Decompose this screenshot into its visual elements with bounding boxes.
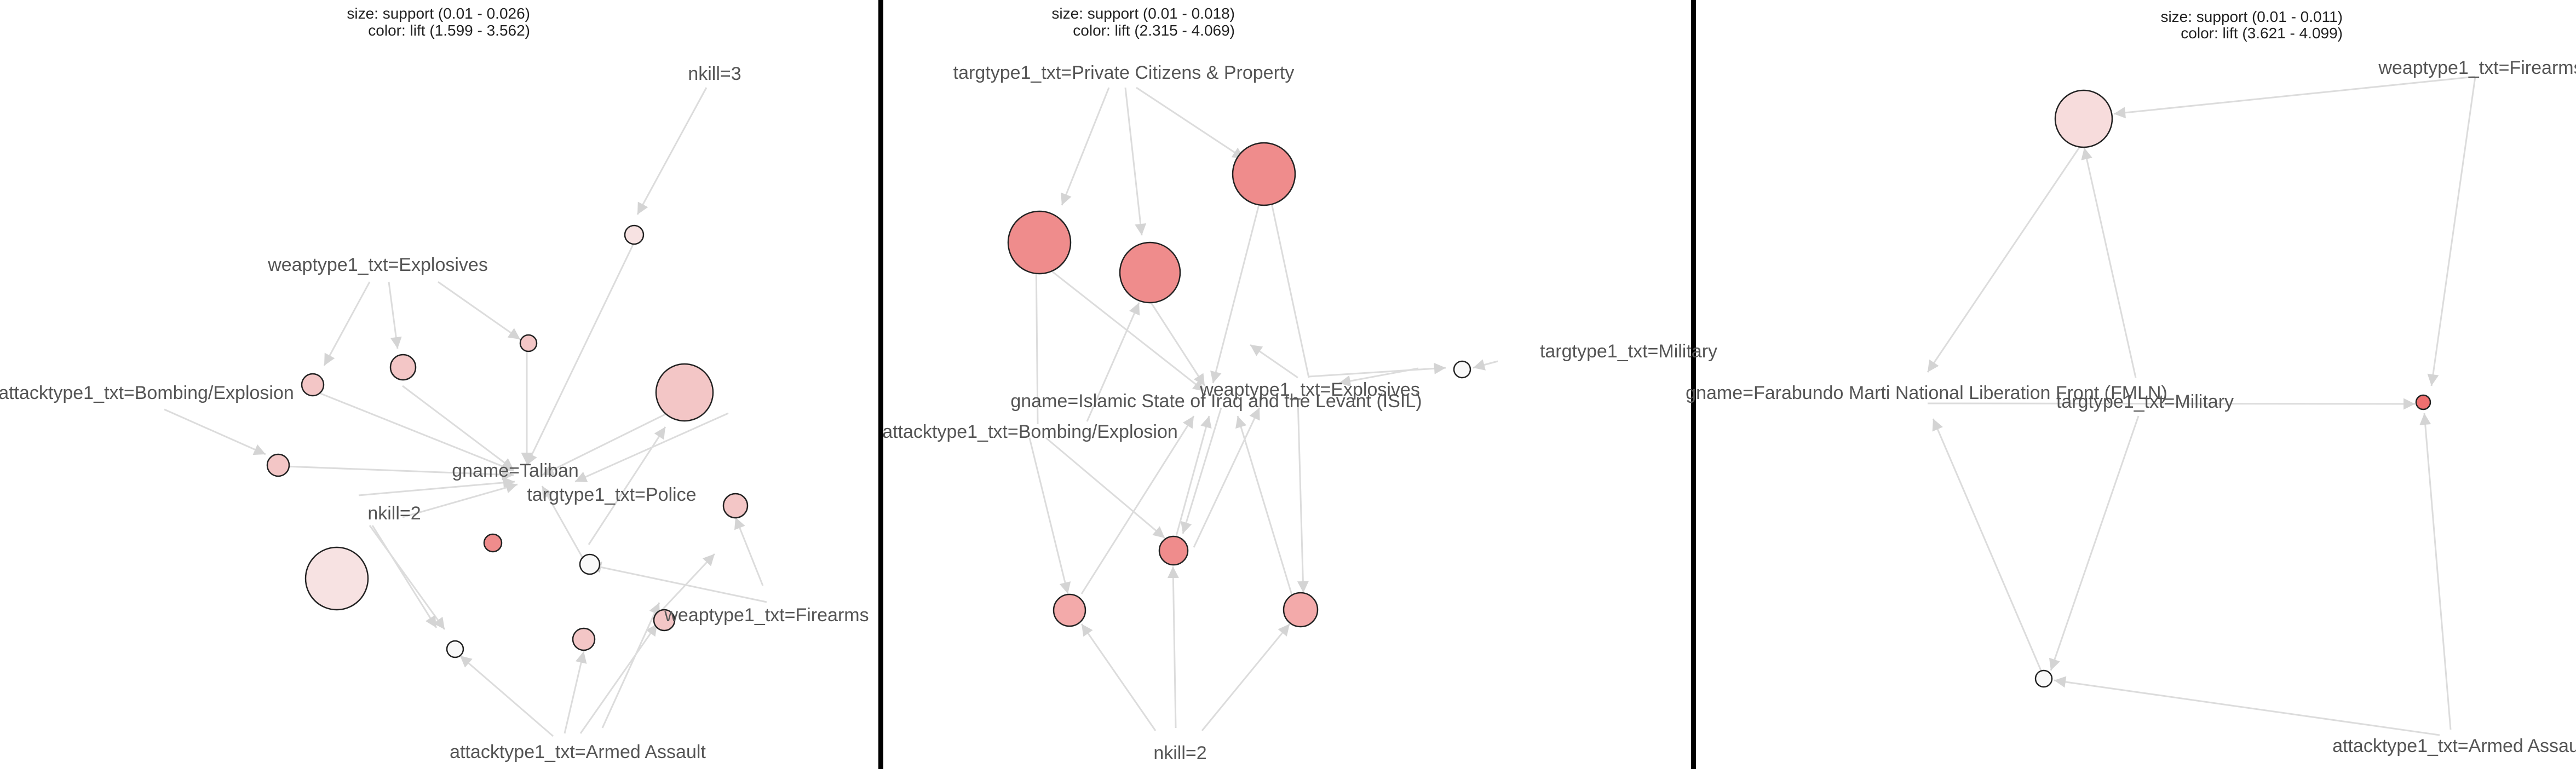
item-label-nkill-2: nkill=2	[367, 503, 421, 524]
item-label-police: targtype1_txt=Police	[527, 484, 696, 505]
legend-color: color: lift (2.315 - 4.069)	[1073, 22, 1235, 39]
rule-node[interactable]	[389, 354, 417, 381]
legend-color: color: lift (1.599 - 3.562)	[368, 22, 530, 39]
rule-node[interactable]	[1007, 210, 1072, 275]
graph-panel-fmln: size: support (0.01 - 0.011) color: lift…	[1686, 8, 2576, 756]
rule-node[interactable]	[2415, 394, 2431, 410]
legend-size: size: support (0.01 - 0.026)	[347, 5, 530, 22]
graph-panel-isil: size: support (0.01 - 0.018) color: lift…	[882, 5, 1717, 764]
rule-nodes	[266, 224, 749, 658]
item-label-explosives: weaptype1_txt=Explosives	[267, 255, 488, 275]
rule-node[interactable]	[266, 453, 290, 477]
item-label-military: targtype1_txt=Military	[1540, 341, 1717, 362]
edges	[164, 87, 767, 737]
legend-size: size: support (0.01 - 0.011)	[2160, 8, 2343, 25]
item-label-taliban: gname=Taliban	[452, 460, 579, 481]
rule-node[interactable]	[2034, 669, 2053, 688]
item-label-fmln: gname=Farabundo Marti National Liberatio…	[1686, 383, 2167, 403]
rule-node[interactable]	[301, 373, 325, 397]
item-label-nkill-3: nkill=3	[688, 63, 741, 84]
rule-node[interactable]	[1453, 360, 1471, 379]
item-label-firearms: weaptype1_txt=Firearms	[2378, 57, 2576, 78]
rule-node[interactable]	[579, 553, 601, 575]
rule-node[interactable]	[1119, 241, 1181, 304]
item-label-bombing-explosion: attacktype1_txt=Bombing/Explosion	[882, 421, 1178, 442]
rule-node[interactable]	[519, 334, 538, 352]
rule-nodes	[1007, 142, 1471, 628]
edges	[1028, 86, 1498, 731]
rule-node[interactable]	[1053, 593, 1086, 627]
rule-node[interactable]	[1232, 142, 1296, 206]
item-labels: weaptype1_txt=Firearms gname=Farabundo M…	[1686, 57, 2576, 756]
panel-divider-left	[878, 0, 883, 769]
graph-panel-taliban: size: support (0.01 - 0.026) color: lift…	[0, 5, 869, 762]
item-label-armed-assault: attacktype1_txt=Armed Assault	[450, 742, 706, 762]
item-label-nkill-2: nkill=2	[1153, 743, 1206, 764]
rule-node[interactable]	[483, 533, 503, 553]
legend-color: color: lift (3.621 - 4.099)	[2181, 25, 2343, 42]
item-label-explosives: weaptype1_txt=Explosives	[1199, 379, 1420, 400]
item-labels: nkill=3 weaptype1_txt=Explosives attackt…	[0, 63, 869, 762]
item-label-bombing-explosion: attacktype1_txt=Bombing/Explosion	[0, 383, 294, 403]
item-labels: targtype1_txt=Private Citizens & Propert…	[882, 62, 1717, 764]
panel-divider-right	[1691, 0, 1696, 769]
item-label-military: targtype1_txt=Military	[2056, 391, 2234, 412]
legend-size: size: support (0.01 - 0.018)	[1051, 5, 1235, 22]
item-label-isil: gname=Islamic State of Iraq and the Leva…	[1010, 391, 1422, 412]
rule-node[interactable]	[655, 363, 714, 422]
rule-node[interactable]	[304, 546, 369, 611]
rule-node[interactable]	[1158, 535, 1189, 566]
item-label-private-citizens-property: targtype1_txt=Private Citizens & Propert…	[953, 62, 1295, 83]
rule-node[interactable]	[624, 224, 645, 245]
rule-node[interactable]	[2054, 89, 2113, 148]
item-label-firearms: weaptype1_txt=Firearms	[664, 605, 869, 626]
rule-node[interactable]	[1283, 592, 1319, 628]
rule-node[interactable]	[446, 640, 464, 658]
item-label-armed-assault: attacktype1_txt=Armed Assault	[2332, 736, 2576, 756]
rule-node[interactable]	[572, 627, 596, 651]
rule-node[interactable]	[653, 609, 676, 632]
rule-nodes	[2034, 89, 2431, 688]
edges	[1927, 76, 2476, 736]
rule-node[interactable]	[722, 493, 749, 519]
